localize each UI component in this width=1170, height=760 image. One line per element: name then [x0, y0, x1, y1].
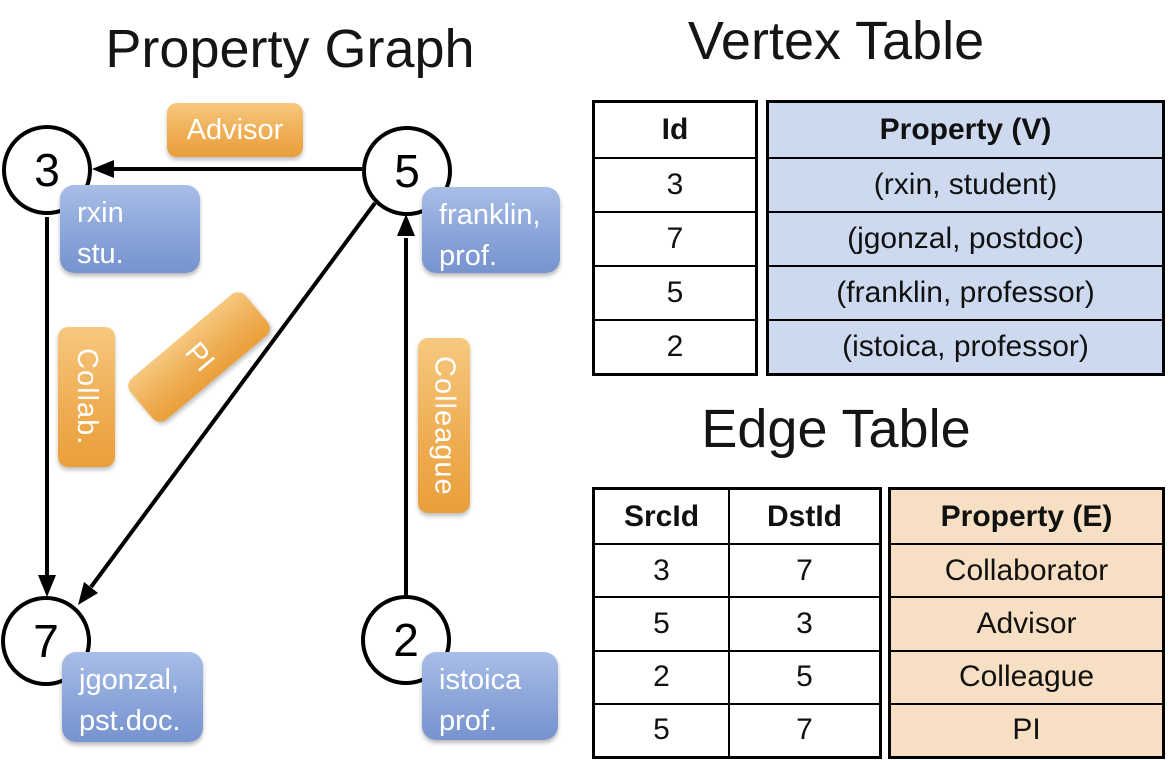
- edge-table-title: Edge Table: [701, 399, 971, 459]
- edge-table-property-cell: Colleague: [891, 649, 1162, 703]
- vertex-table-id-cell: 7: [595, 211, 755, 265]
- vertex-property-line: stu.: [77, 238, 124, 271]
- edge-table-srcid-header: SrcId: [623, 499, 700, 533]
- edge-label-text: PI: [178, 335, 221, 378]
- edge-table-id-columns: SrcId DstId 3 7 5 3 2 5 5 7: [592, 487, 882, 759]
- edge-label-pi: PI: [124, 288, 274, 426]
- edge-label-colleague: Colleague: [418, 338, 470, 513]
- edge-table-property-column: Property (E) Collaborator Advisor Collea…: [888, 487, 1165, 759]
- vertex-property-box-7: jgonzal, pst.doc.: [62, 652, 203, 742]
- vertex-table-id-cell: 5: [595, 265, 755, 319]
- vertex-property-line: prof.: [439, 240, 498, 273]
- vertex-table-property-cell: (istoica, professor): [769, 319, 1162, 373]
- vertex-property-line: istoica: [439, 664, 522, 696]
- vertex-table-id-cell: 3: [595, 157, 755, 211]
- edge-table-dstid-cell: 7: [728, 543, 879, 597]
- vertex-table-property-column: Property (V) (rxin, student) (jgonzal, p…: [766, 100, 1165, 376]
- edge-table-srcid-cell: 2: [595, 649, 728, 703]
- vertex-property-line: jgonzal,: [79, 664, 179, 696]
- edge-label-text: Collab.: [71, 348, 103, 446]
- node-id-label: 3: [34, 144, 60, 196]
- property-graph-title: Property Graph: [105, 19, 475, 79]
- edge-label-advisor: Advisor: [167, 103, 303, 157]
- vertex-table-property-cell: (rxin, student): [769, 157, 1162, 211]
- vertex-table-property-cell: (jgonzal, postdoc): [769, 211, 1162, 265]
- edge-arrow-5-to-3: [92, 160, 362, 178]
- vertex-property-line: prof.: [439, 705, 498, 738]
- edge-arrow-2-to-5: [397, 214, 415, 598]
- vertex-table-property-header: Property (V): [769, 103, 1162, 157]
- graph-node-3: 3: [2, 125, 92, 215]
- edge-label-text: Colleague: [428, 355, 461, 496]
- node-id-label: 7: [33, 615, 59, 667]
- vertex-table-title: Vertex Table: [687, 11, 985, 71]
- edge-table-property-cell: Collaborator: [891, 543, 1162, 597]
- edge-table-dstid-cell: 7: [728, 702, 879, 756]
- edge-table-srcid-cell: 3: [595, 543, 728, 596]
- edge-table-dstid-cell: 5: [728, 649, 879, 703]
- vertex-property-box-5: franklin, prof.: [422, 187, 560, 273]
- edge-label-text: Advisor: [186, 113, 284, 146]
- vertex-table-property-cell: (franklin, professor): [769, 265, 1162, 319]
- vertex-property-line: rxin: [77, 197, 124, 229]
- edge-table-srcid-cell: 5: [595, 702, 728, 756]
- edge-table-property-cell: Advisor: [891, 596, 1162, 650]
- edge-table-property-header: Property (E): [891, 490, 1162, 544]
- vertex-property-line: franklin,: [439, 199, 541, 231]
- vertex-property-line: pst.doc.: [79, 705, 181, 738]
- edge-table-property-cell: PI: [891, 702, 1162, 756]
- vertex-table-id-column: Id 3 7 5 2: [592, 100, 758, 376]
- edge-label-collab: Collab.: [58, 327, 115, 467]
- edge-table-dstid-header: DstId: [728, 490, 879, 544]
- node-id-label: 5: [394, 145, 420, 197]
- edge-table-dstid-cell: 3: [728, 596, 879, 650]
- vertex-table-id-cell: 2: [595, 319, 755, 373]
- edge-arrow-3-to-7: [38, 217, 56, 597]
- vertex-property-box-2: istoica prof.: [422, 652, 558, 740]
- vertex-table-id-header: Id: [661, 113, 689, 146]
- node-id-label: 2: [393, 614, 419, 666]
- vertex-property-box-3: rxin stu.: [60, 185, 200, 273]
- edge-table-srcid-cell: 5: [595, 596, 728, 649]
